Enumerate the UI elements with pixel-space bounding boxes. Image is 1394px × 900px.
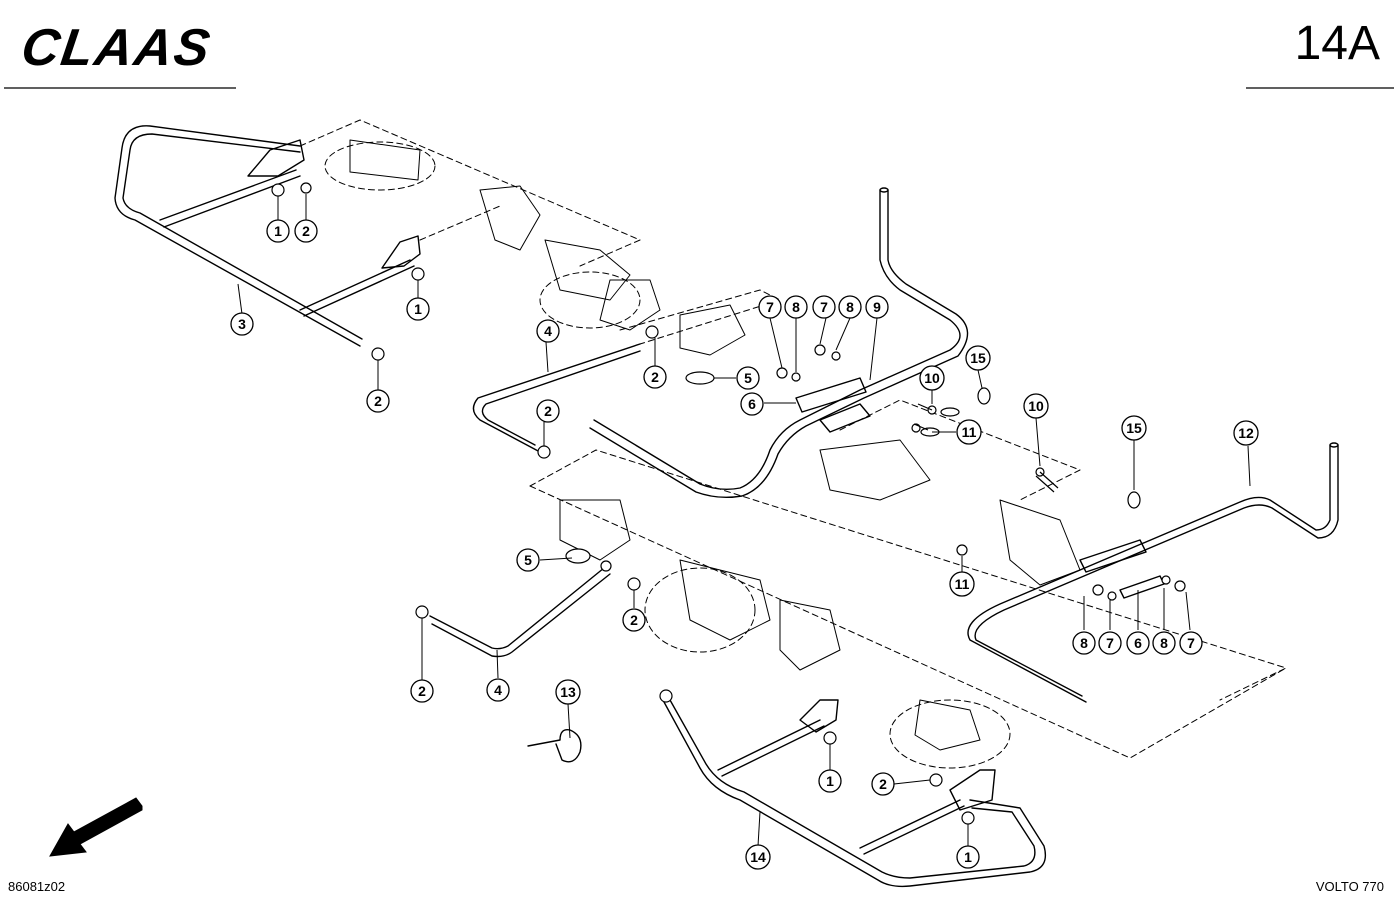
callout-4: 4	[536, 319, 560, 343]
callout-11: 11	[949, 571, 975, 597]
svg-text:11: 11	[955, 576, 970, 592]
svg-text:9: 9	[873, 299, 881, 315]
svg-text:7: 7	[1187, 635, 1195, 651]
callout-2: 2	[536, 399, 560, 423]
svg-text:2: 2	[879, 776, 887, 792]
small-hardware	[271, 182, 1186, 825]
cable-tie	[527, 729, 582, 763]
svg-text:8: 8	[792, 299, 800, 315]
svg-text:7: 7	[820, 299, 828, 315]
direction-arrow-icon	[49, 797, 143, 857]
drawing-reference-code: 86081z02	[8, 879, 66, 894]
callout-6: 6	[1126, 631, 1150, 655]
svg-text:15: 15	[1126, 420, 1142, 436]
svg-text:2: 2	[302, 223, 310, 239]
callout-10: 10	[919, 365, 945, 391]
guard-frame-lower	[663, 699, 1047, 888]
bolts	[913, 403, 1059, 493]
callout-2: 2	[643, 365, 667, 389]
frame-outline-middle	[529, 399, 1287, 769]
svg-text:7: 7	[1106, 635, 1114, 651]
rotor-hub-upper	[349, 139, 746, 356]
callout-2: 2	[294, 219, 318, 243]
callout-14: 14	[745, 844, 771, 870]
svg-text:1: 1	[274, 223, 282, 239]
callout-2: 2	[622, 608, 646, 632]
callout-9: 9	[865, 295, 889, 319]
svg-text:1: 1	[964, 849, 972, 865]
guard-bar-upper	[472, 343, 641, 453]
guard-bar-right	[967, 442, 1339, 703]
callout-1: 1	[406, 297, 430, 321]
callout-6: 6	[740, 392, 764, 416]
callout-13: 13	[555, 679, 581, 705]
svg-text:4: 4	[544, 323, 552, 339]
svg-text:2: 2	[544, 403, 552, 419]
callout-2: 2	[871, 772, 895, 796]
callout-1: 1	[266, 219, 290, 243]
svg-text:5: 5	[524, 552, 532, 568]
callout-8: 8	[1072, 631, 1096, 655]
svg-text:6: 6	[1134, 635, 1142, 651]
svg-text:8: 8	[1080, 635, 1088, 651]
callout-8: 8	[1152, 631, 1176, 655]
svg-text:1: 1	[826, 773, 834, 789]
svg-text:2: 2	[651, 369, 659, 385]
svg-text:5: 5	[744, 370, 752, 386]
guard-bar-long	[589, 187, 969, 499]
svg-text:8: 8	[1160, 635, 1168, 651]
callout-7: 7	[812, 295, 836, 319]
svg-text:2: 2	[374, 393, 382, 409]
callout-7: 7	[1179, 631, 1203, 655]
callout-3: 3	[230, 312, 254, 336]
svg-text:4: 4	[494, 682, 502, 698]
svg-text:12: 12	[1238, 425, 1254, 441]
svg-text:7: 7	[766, 299, 774, 315]
svg-text:14: 14	[750, 849, 766, 865]
callout-5: 5	[736, 366, 760, 390]
svg-text:1: 1	[414, 301, 422, 317]
callout-2: 2	[366, 389, 390, 413]
svg-text:6: 6	[748, 396, 756, 412]
callout-10: 10	[1023, 393, 1049, 419]
callout-7: 7	[758, 295, 782, 319]
clamp-plate-upper	[795, 377, 871, 433]
svg-text:13: 13	[560, 684, 576, 700]
callout-4: 4	[486, 678, 510, 702]
page-number: 14A	[1294, 17, 1380, 70]
machine-model: VOLTO 770	[1315, 879, 1384, 894]
svg-text:10: 10	[924, 370, 940, 386]
callout-15: 15	[965, 345, 991, 371]
guard-frame-upper-left	[114, 125, 421, 347]
callout-15: 15	[1121, 415, 1147, 441]
callout-8: 8	[784, 295, 808, 319]
callout-8: 8	[838, 295, 862, 319]
callout-7: 7	[1098, 631, 1122, 655]
svg-text:10: 10	[1028, 398, 1044, 414]
callout-2: 2	[410, 679, 434, 703]
callout-11: 11	[956, 419, 982, 445]
svg-text:3: 3	[238, 316, 246, 332]
svg-text:2: 2	[418, 683, 426, 699]
callouts: 1 2 1 2 1 2 3 4 2 5 2 7 8 7 8 9 6 10 15 …	[230, 219, 1259, 870]
callout-12: 12	[1233, 420, 1259, 446]
svg-text:11: 11	[962, 424, 977, 440]
rotor-assembly-upper	[299, 119, 781, 345]
callout-5: 5	[516, 548, 540, 572]
leader-lines	[237, 194, 1251, 847]
svg-text:2: 2	[630, 612, 638, 628]
callout-1: 1	[956, 845, 980, 869]
svg-text:15: 15	[970, 350, 986, 366]
callout-1: 1	[818, 769, 842, 793]
rotor-hub-middle	[559, 439, 1081, 751]
guard-bar-lower	[429, 567, 611, 658]
svg-text:8: 8	[846, 299, 854, 315]
